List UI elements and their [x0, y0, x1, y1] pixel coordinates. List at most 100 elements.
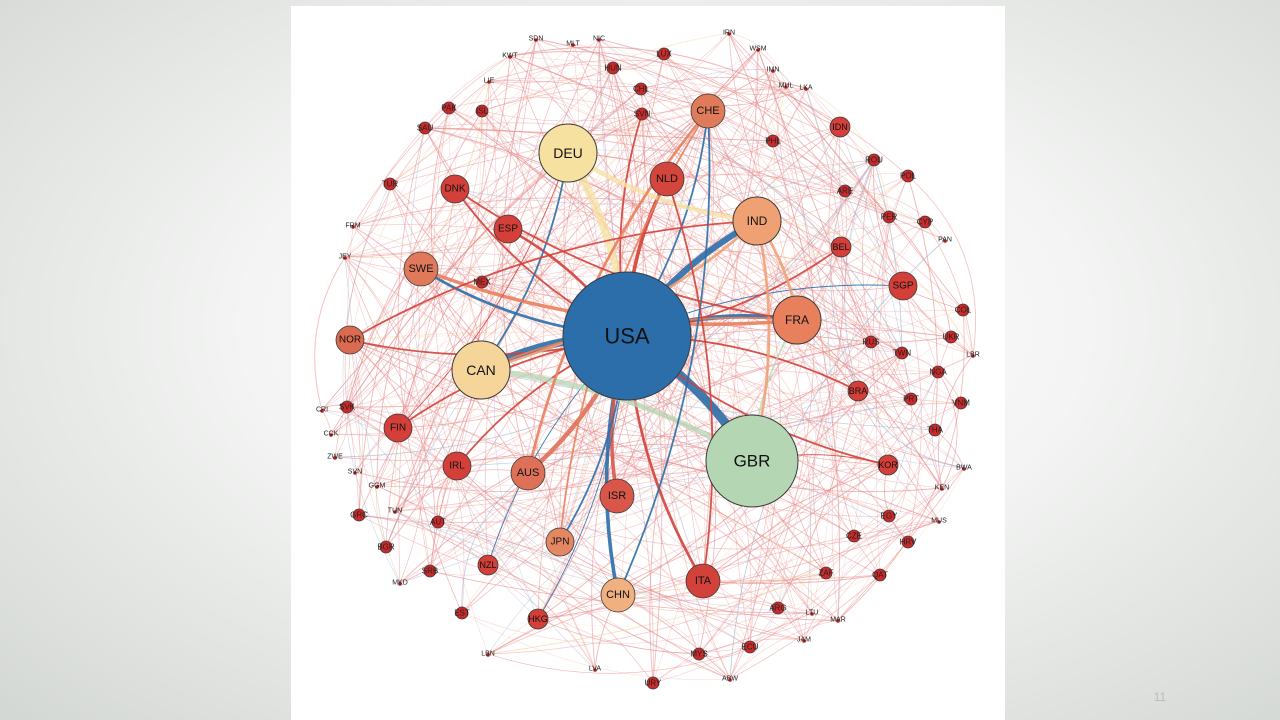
- background-edge: [461, 607, 779, 645]
- background-edge: [707, 110, 846, 192]
- node-sgp: SGP: [888, 271, 918, 301]
- background-edge: [488, 80, 859, 392]
- background-edge: [487, 564, 751, 653]
- node-circle: [599, 478, 635, 514]
- background-edge: [346, 188, 456, 408]
- background-edge: [507, 228, 889, 466]
- node-tur: TUR: [382, 177, 398, 191]
- node-label: MYS: [690, 650, 707, 659]
- node-label: SRB: [422, 567, 438, 576]
- node-label: CHL: [633, 85, 650, 94]
- node-circle: [538, 123, 598, 183]
- node-circle: [442, 101, 456, 115]
- background-edge: [837, 352, 913, 621]
- node-label: SDN: [529, 36, 544, 43]
- edge-deu-can: [480, 152, 569, 371]
- background-edge: [389, 129, 890, 218]
- background-edge: [567, 152, 752, 648]
- background-edge: [389, 55, 511, 185]
- node-label: LBR: [966, 352, 980, 359]
- background-edge: [567, 152, 805, 641]
- node-label: FRM: [345, 223, 360, 230]
- node-label: ISL: [476, 107, 489, 116]
- node-che: CHE: [690, 93, 726, 129]
- node-label: PAK: [441, 104, 457, 113]
- node-jey: JEY: [339, 254, 352, 261]
- node-dot: [728, 678, 732, 682]
- background-edge: [487, 487, 943, 655]
- node-gbr: GBR: [705, 414, 799, 508]
- background-edge: [448, 96, 643, 115]
- node-label: AUT: [430, 518, 446, 527]
- node-bel: BEL: [830, 236, 852, 258]
- background-edge: [572, 43, 962, 404]
- background-edge: [346, 113, 643, 408]
- node-phl: PHL: [765, 134, 781, 148]
- node-circle: [901, 169, 915, 183]
- background-edge: [803, 520, 940, 641]
- node-label: NLD: [656, 173, 678, 185]
- node-kwt: KWT: [502, 53, 518, 60]
- background-edge: [663, 53, 926, 223]
- background-edge: [641, 113, 903, 354]
- background-edge: [488, 53, 665, 83]
- background-edge: [839, 126, 940, 522]
- node-label: EST: [454, 609, 470, 618]
- node-circle: [634, 82, 648, 96]
- node-dot: [836, 619, 840, 623]
- node-label: HUN: [604, 64, 622, 73]
- background-edge: [334, 456, 596, 670]
- background-edge: [488, 59, 909, 177]
- node-dot: [343, 256, 347, 260]
- node-lie: LIE: [484, 78, 495, 85]
- background-edge: [352, 107, 450, 227]
- node-vnm: VNM: [952, 396, 970, 410]
- node-label: CYP: [917, 218, 933, 227]
- page-number: 11: [1153, 690, 1167, 704]
- node-circle: [562, 271, 692, 401]
- node-label: NIC: [593, 36, 605, 43]
- background-edge: [805, 87, 890, 218]
- node-circle: [772, 295, 822, 345]
- node-circle: [475, 275, 489, 289]
- node-dot: [943, 239, 947, 243]
- background-edge: [862, 159, 943, 489]
- node-circle: [743, 640, 757, 654]
- node-aut: AUT: [430, 515, 446, 529]
- background-edge: [349, 339, 619, 596]
- background-edge: [641, 113, 903, 354]
- background-edge: [702, 574, 881, 584]
- node-isr: ISR: [599, 478, 635, 514]
- background-edge: [707, 110, 781, 680]
- node-label: CZE: [846, 532, 862, 541]
- background-edge: [857, 390, 965, 469]
- node-circle: [895, 346, 909, 360]
- node-dot: [333, 456, 337, 460]
- node-circle: [904, 392, 918, 406]
- background-edge: [527, 43, 580, 474]
- background-edge: [888, 371, 939, 517]
- node-dot: [375, 485, 379, 489]
- background-edge: [389, 32, 730, 185]
- node-circle: [493, 214, 523, 244]
- background-edge: [870, 341, 912, 400]
- node-label: COL: [955, 306, 972, 315]
- background-edge: [437, 352, 903, 524]
- node-dot: [962, 467, 966, 471]
- background-edge: [707, 110, 805, 641]
- background-edge: [756, 220, 974, 356]
- background-edge: [430, 107, 529, 474]
- background-edge: [344, 110, 709, 258]
- background-edge: [349, 339, 361, 516]
- node-grc: GRC: [350, 508, 368, 522]
- background-edge: [346, 405, 890, 517]
- node-imn: IMN: [767, 67, 780, 74]
- background-edge: [535, 38, 643, 115]
- node-label: MLT: [566, 41, 580, 48]
- node-label: HRV: [900, 538, 917, 547]
- background-edge: [487, 398, 912, 655]
- node-circle: [954, 396, 968, 410]
- background-edge: [354, 53, 665, 473]
- background-edge: [456, 80, 497, 467]
- node-usa: USA: [562, 271, 692, 401]
